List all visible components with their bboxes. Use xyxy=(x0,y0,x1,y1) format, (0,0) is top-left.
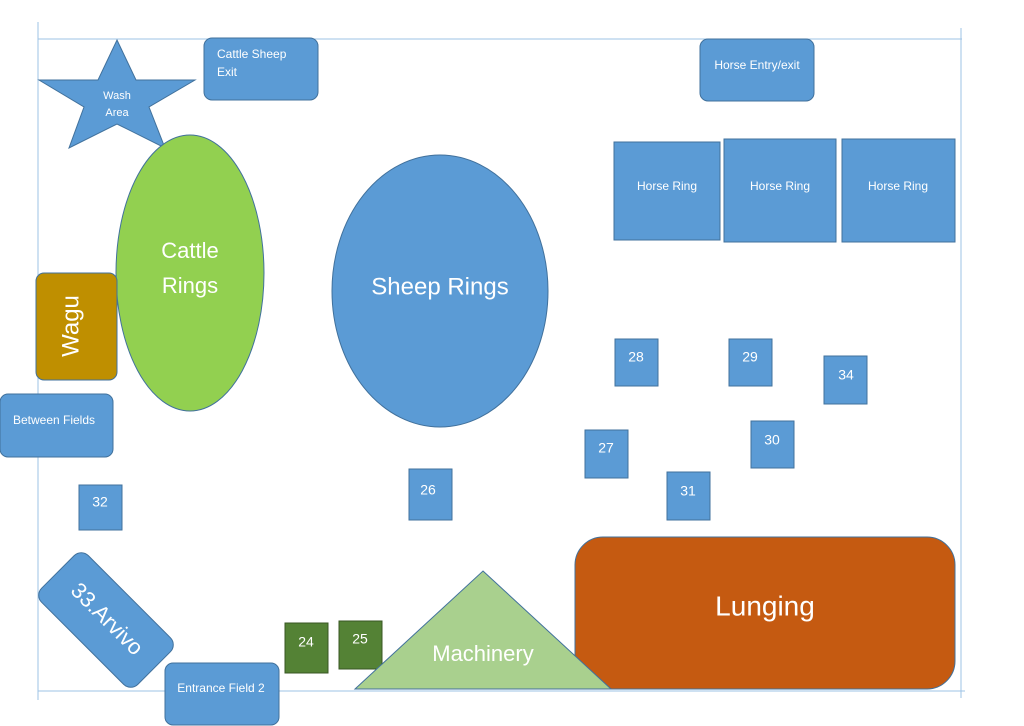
stand-31: 31 xyxy=(666,471,711,521)
between-fields: Between Fields xyxy=(0,393,114,458)
machinery-label: Machinery xyxy=(432,641,533,666)
stand-34-label: 34 xyxy=(838,367,854,383)
stand-31-label: 31 xyxy=(680,483,696,499)
cattle-sheep-exit-label-line2: Exit xyxy=(217,65,238,79)
stand-26-label: 26 xyxy=(420,482,436,498)
wash-area-label-line1: Wash xyxy=(103,90,131,102)
stand-26: 26 xyxy=(408,468,453,521)
horse-entry-exit: Horse Entry/exit xyxy=(699,38,815,102)
cattle-rings-label-line2: Rings xyxy=(162,273,218,298)
horse-ring-2-label: Horse Ring xyxy=(750,179,810,193)
cattle-rings-label-line1: Cattle xyxy=(161,238,218,263)
horse-ring-3-label: Horse Ring xyxy=(868,179,928,193)
entrance-field-2-label: Entrance Field 2 xyxy=(177,681,265,695)
horse-ring-2: Horse Ring xyxy=(723,138,837,243)
between-fields-label: Between Fields xyxy=(13,413,95,427)
stand-27-label: 27 xyxy=(598,440,614,456)
arvivo-area: 33.Arvivo xyxy=(38,552,174,688)
entrance-field-2: Entrance Field 2 xyxy=(164,662,280,726)
stand-25: 25 xyxy=(338,620,383,670)
horse-ring-3: Horse Ring xyxy=(841,138,956,243)
stand-27: 27 xyxy=(584,429,629,479)
cattle-rings: Cattle Rings xyxy=(115,134,265,412)
horse-ring-1-label: Horse Ring xyxy=(637,179,697,193)
sheep-rings: Sheep Rings xyxy=(331,154,549,428)
stand-28: 28 xyxy=(614,338,659,387)
lunging-label: Lunging xyxy=(715,590,815,621)
stand-30: 30 xyxy=(750,420,795,469)
cattle-sheep-exit: Cattle Sheep Exit xyxy=(203,37,319,101)
lunging-area: Lunging xyxy=(574,536,956,690)
stand-32: 32 xyxy=(78,484,123,531)
wash-area: Wash Area xyxy=(37,38,197,150)
stand-29-label: 29 xyxy=(742,349,758,365)
wash-area-star xyxy=(37,38,197,150)
horse-ring-1: Horse Ring xyxy=(613,141,721,241)
stand-25-label: 25 xyxy=(352,631,368,647)
stand-32-label: 32 xyxy=(92,494,108,510)
horse-entry-exit-label: Horse Entry/exit xyxy=(714,58,800,72)
stand-29: 29 xyxy=(728,338,773,387)
cattle-sheep-exit-label-line1: Cattle Sheep xyxy=(217,47,287,61)
stand-28-label: 28 xyxy=(628,349,644,365)
sheep-rings-label: Sheep Rings xyxy=(371,273,508,300)
wagu-label: Wagu xyxy=(57,295,84,357)
stand-24-label: 24 xyxy=(298,634,314,650)
wagu-area: Wagu xyxy=(35,272,118,381)
stand-34: 34 xyxy=(823,355,868,405)
machinery-area: Machinery xyxy=(353,570,613,690)
wash-area-label-line2: Area xyxy=(105,107,129,119)
stand-24: 24 xyxy=(284,622,329,674)
stand-30-label: 30 xyxy=(764,432,780,448)
